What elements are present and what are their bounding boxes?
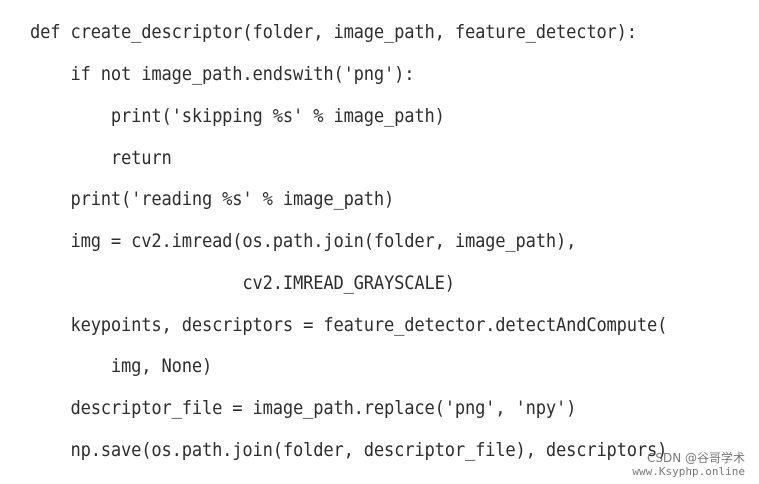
code-line-4: return	[30, 147, 172, 169]
code-line-8: keypoints, descriptors = feature_detecto…	[30, 314, 668, 336]
code-line-3: print('skipping %s' % image_path)	[30, 105, 445, 127]
watermark-url: www.Ksyphp.online	[632, 465, 745, 478]
watermark-source: CSDN @谷哥学术	[646, 451, 745, 465]
code-line-1: def create_descriptor(folder, image_path…	[30, 21, 637, 43]
code-line-7: cv2.IMREAD_GRAYSCALE)	[30, 272, 455, 294]
code-line-2: if not image_path.endswith('png'):	[30, 63, 415, 85]
code-line-11: np.save(os.path.join(folder, descriptor_…	[30, 439, 668, 461]
code-line-10: descriptor_file = image_path.replace('pn…	[30, 397, 577, 419]
code-line-9: img, None)	[30, 355, 213, 377]
code-line-6: img = cv2.imread(os.path.join(folder, im…	[30, 230, 577, 252]
code-line-5: print('reading %s' % image_path)	[30, 188, 395, 210]
watermark: CSDN @谷哥学术 www.Ksyphp.online	[632, 451, 745, 479]
